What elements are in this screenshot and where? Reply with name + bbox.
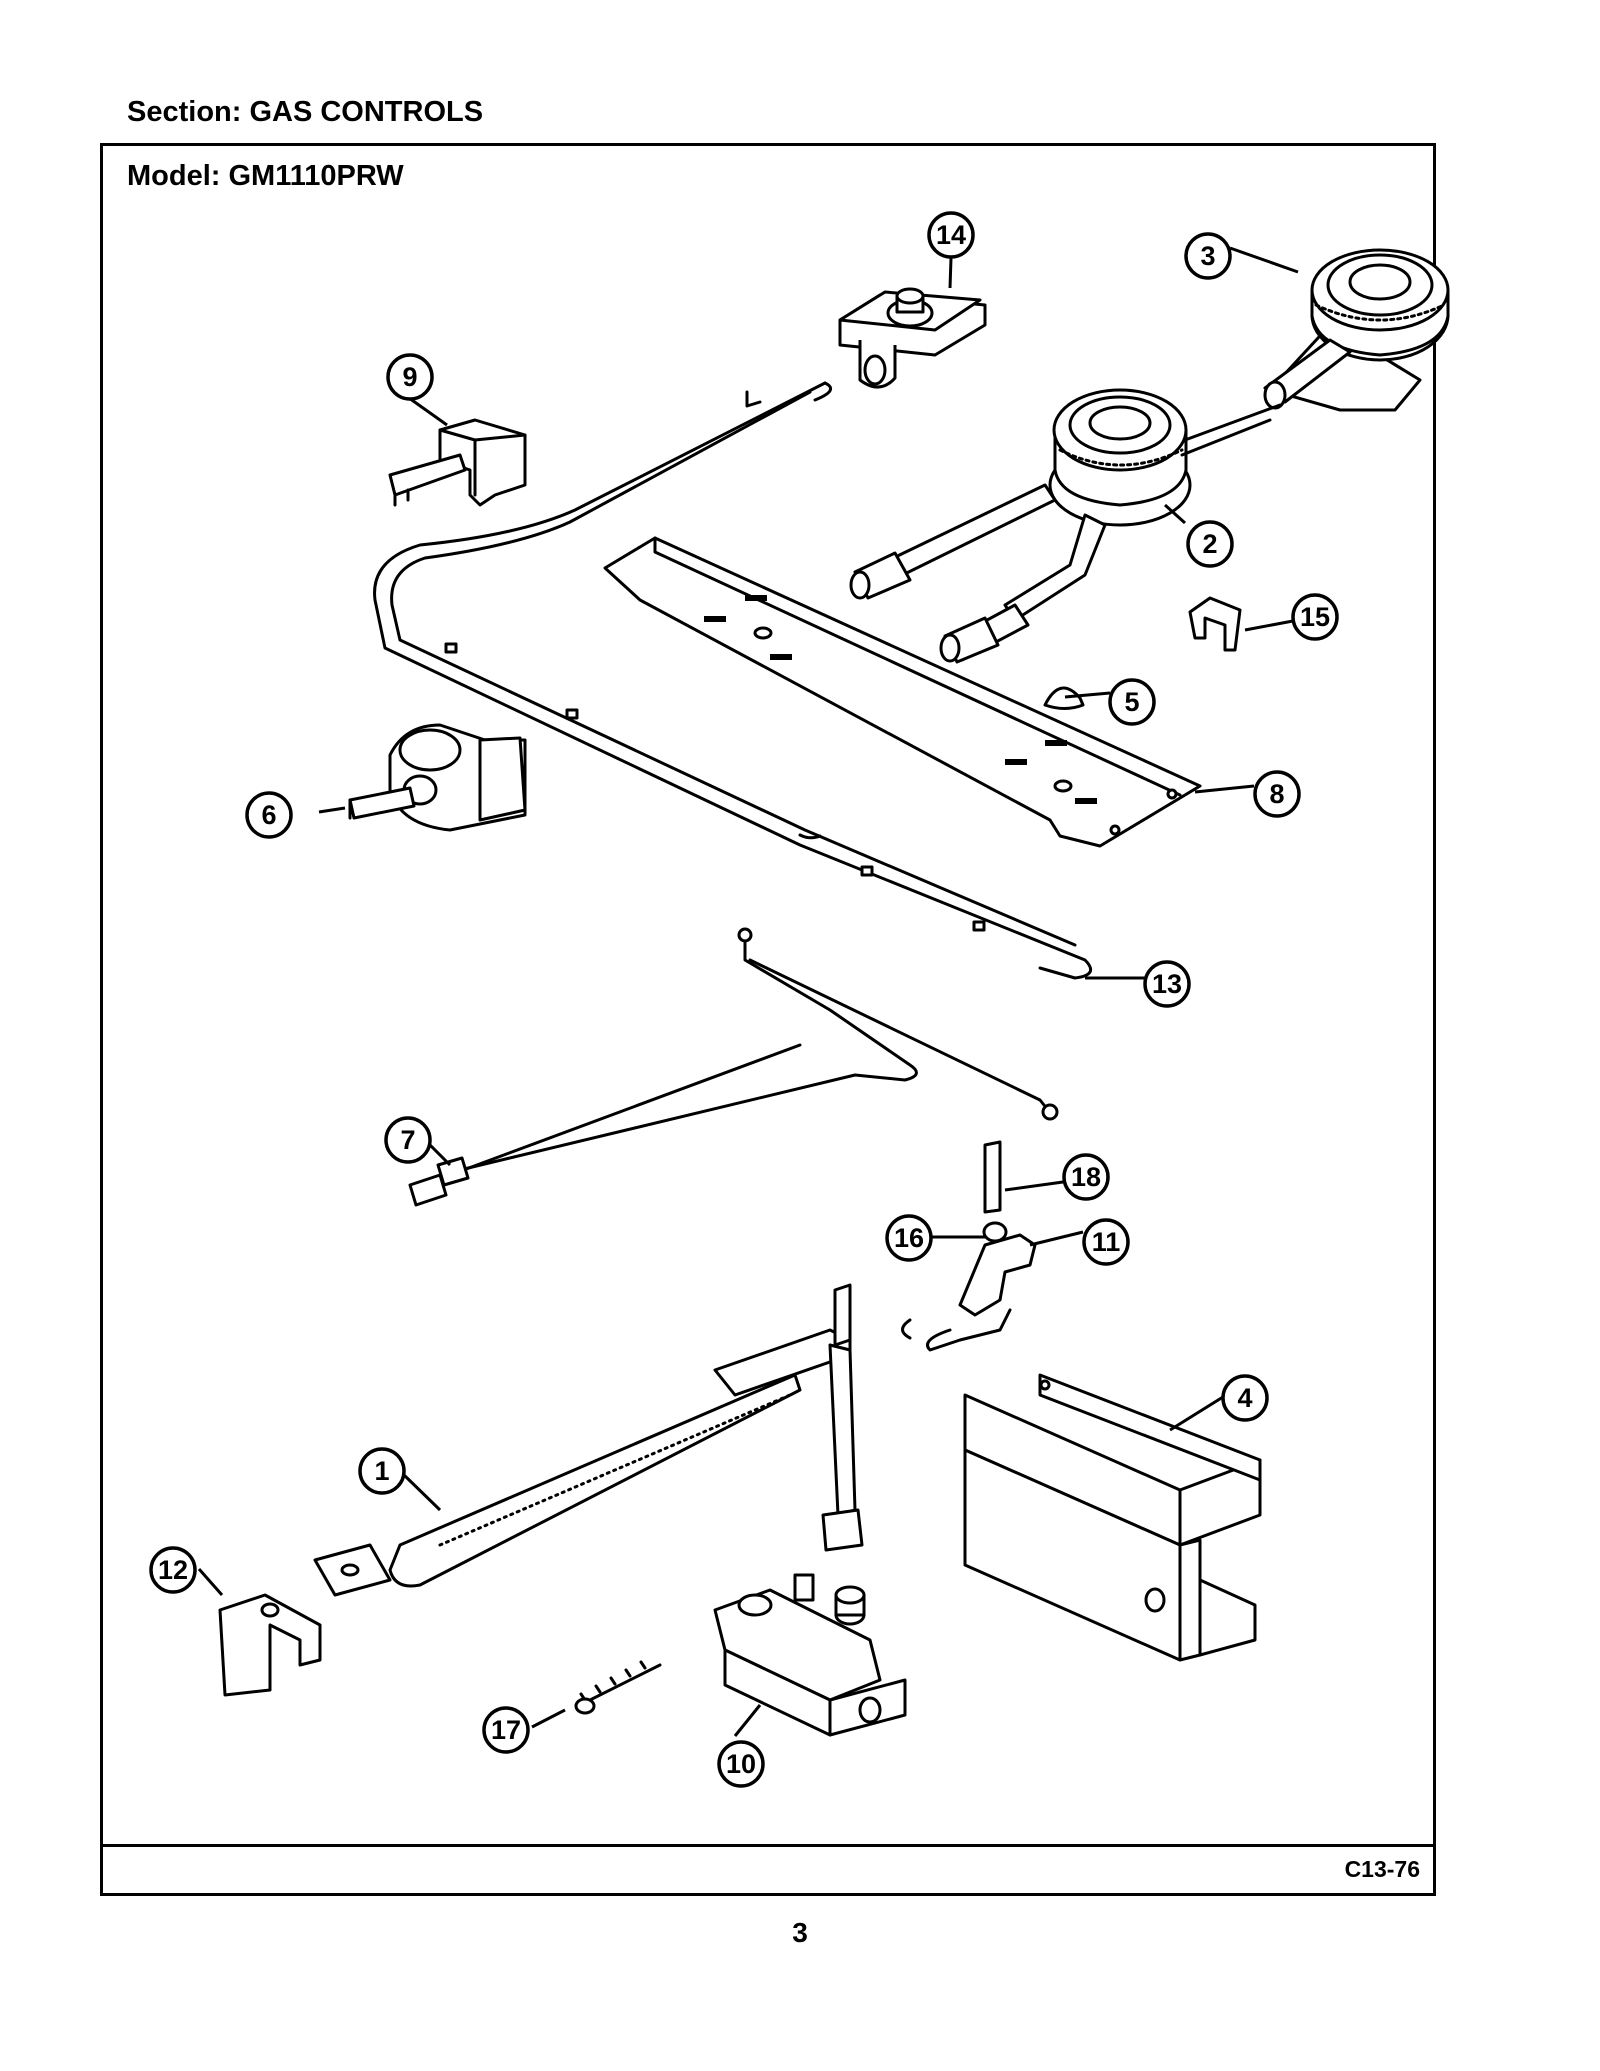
callout-9: 9 [386,353,434,401]
svg-text:8: 8 [1269,779,1284,809]
callout-17: 17 [482,1706,530,1754]
part-9-switch [388,418,527,507]
svg-text:14: 14 [936,220,966,250]
svg-text:7: 7 [400,1125,415,1155]
callout-18: 18 [1062,1153,1110,1201]
callout-14: 14 [927,211,975,259]
model-title: Model: GM1110PRW [127,160,404,192]
part-14-orifice-holder [838,287,987,389]
callout-4: 4 [1221,1374,1269,1422]
svg-text:2: 2 [1202,529,1217,559]
svg-text:4: 4 [1237,1383,1252,1413]
svg-text:6: 6 [261,800,276,830]
part-10-safety-valve [713,1573,907,1737]
svg-text:9: 9 [402,362,417,392]
part-17-screw [574,1660,662,1715]
callout-13: 13 [1143,960,1191,1008]
svg-text:5: 5 [1124,687,1139,717]
burner-venturi-tubes [849,483,1107,664]
svg-text:15: 15 [1300,602,1330,632]
svg-text:18: 18 [1071,1162,1101,1192]
part-6-control-valve [348,723,527,832]
page-number: 3 [792,1917,808,1948]
part-1-oven-burner [313,1283,864,1597]
callout-15: 15 [1291,593,1339,641]
part-4-shield [963,1373,1262,1662]
svg-text:10: 10 [726,1749,756,1779]
part-5-cap [1043,686,1085,710]
callout-12: 12 [149,1546,197,1594]
part-8-bracket [603,536,1202,848]
svg-text:11: 11 [1092,1227,1121,1257]
svg-text:16: 16 [894,1223,924,1253]
svg-text:17: 17 [491,1715,521,1745]
callout-8: 8 [1253,770,1301,818]
callout-10: 10 [717,1740,765,1788]
callout-1: 1 [358,1447,406,1495]
part-15-clip [1188,596,1242,652]
callout-11: 11 [1082,1218,1130,1266]
part-7-thermocouple [408,927,1059,1207]
callout-6: 6 [245,791,293,839]
svg-text:3: 3 [1200,241,1215,271]
svg-text:12: 12 [158,1555,188,1585]
callout-7: 7 [384,1116,432,1164]
section-title: Section: GAS CONTROLS [127,96,484,128]
callout-3: 3 [1184,232,1232,280]
part-11-pilot-bracket [901,1140,1037,1352]
svg-text:1: 1 [374,1456,389,1486]
part-12-bracket [218,1593,322,1697]
figure-code: C13-76 [1344,1856,1420,1882]
callout-2: 2 [1186,520,1234,568]
svg-text:13: 13 [1152,969,1182,999]
callout-16: 16 [885,1214,933,1262]
part-3-rear-burner [1263,248,1450,412]
footer-divider [100,1844,1436,1847]
diagram-frame [100,143,1436,1896]
part-13-manifold [373,381,1093,980]
callout-5: 5 [1108,678,1156,726]
part-2-front-burner [1048,388,1282,527]
